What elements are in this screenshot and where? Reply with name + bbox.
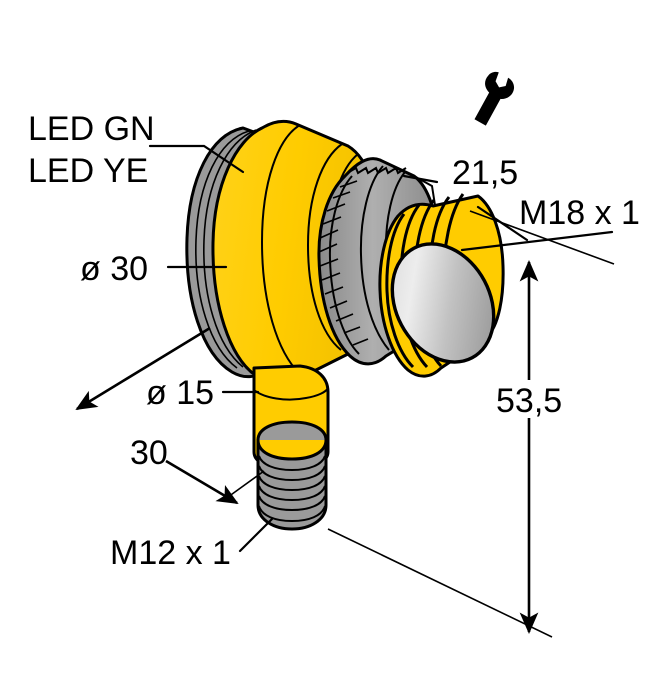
m12-connector (256, 420, 328, 531)
diameter-30-label: ø 30 (80, 250, 148, 288)
m12-leader-line (238, 517, 274, 553)
height-53-5-label: 53,5 (496, 382, 562, 420)
led-gn-label: LED GN (28, 110, 155, 148)
led-ye-label: LED YE (28, 152, 148, 190)
sensing-face-lens (390, 242, 496, 364)
diameter-15-label: ø 15 (146, 374, 214, 412)
m12-thread-label: M12 x 1 (110, 534, 231, 572)
depth-30-dimension (75, 326, 265, 505)
m18-thread-label: M18 x 1 (519, 194, 640, 232)
wrench-size-label: 21,5 (452, 154, 518, 192)
depth-30-label: 30 (130, 434, 168, 472)
wrench-size-leader (402, 174, 439, 184)
wrench-icon (474, 71, 515, 126)
height-53-5-dimension (327, 210, 615, 638)
led-leader-line (148, 144, 245, 174)
